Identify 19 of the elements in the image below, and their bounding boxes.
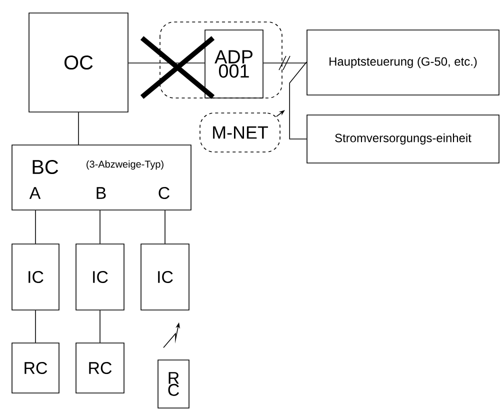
- connector-line: [78, 112, 79, 145]
- remote-box: RC: [12, 342, 60, 394]
- unit-box: IC: [140, 244, 190, 310]
- connector-line: [164, 210, 166, 244]
- unit-box: IC: [12, 244, 60, 310]
- connector-line: [128, 62, 205, 64]
- connector-line: [289, 62, 307, 140]
- unit-box: IC: [76, 244, 124, 310]
- remote-box: R C: [158, 360, 190, 408]
- adapter-box: ADP 001: [204, 30, 264, 98]
- controller-box: Hauptsteuerung (G-50, etc.): [306, 30, 500, 96]
- power-supply-box: Stromversorgungs-einheit: [306, 114, 500, 164]
- branch-box: BC (3-Abzweige-Typ) A B C: [12, 144, 192, 210]
- unit-box: OC: [28, 12, 128, 112]
- remote-box: RC: [76, 342, 124, 394]
- connector-line: [263, 62, 307, 64]
- connector-line: [35, 210, 36, 244]
- network-label: M-NET: [200, 112, 280, 152]
- connector-line: [35, 310, 36, 343]
